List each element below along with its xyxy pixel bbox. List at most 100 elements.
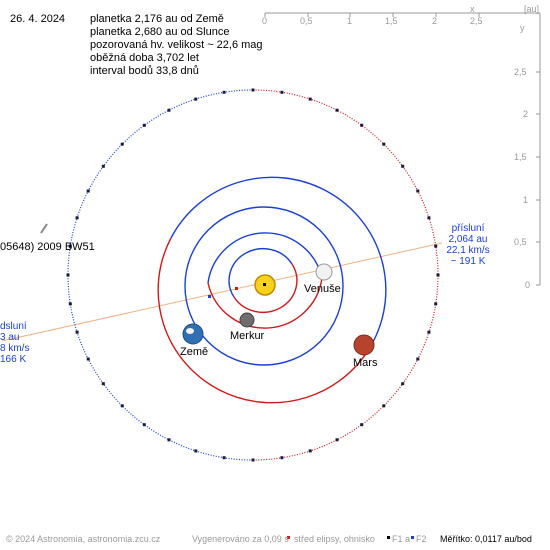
x-tick-label: 2	[432, 16, 438, 26]
orbit-point-marker	[68, 302, 72, 306]
orbit-point-marker	[416, 189, 420, 193]
legend-center-marker	[287, 536, 290, 539]
focus-f1-marker	[263, 283, 266, 286]
x-tick-label: 0	[262, 16, 268, 26]
y-tick-label: 1,5	[514, 152, 527, 162]
orbit-point-marker	[401, 164, 405, 168]
perihelion-speed: 22,1 km/s	[446, 245, 490, 256]
orbit-point-marker	[360, 423, 364, 427]
orbit-point-marker	[68, 244, 72, 248]
orbit-point-marker	[360, 123, 364, 127]
orbit-point-marker	[86, 189, 90, 193]
orbit-point-marker	[167, 108, 171, 112]
orbit-point-marker	[335, 108, 339, 112]
orbit-point-marker	[142, 423, 146, 427]
orbit-point-marker	[120, 404, 124, 408]
aphelion-speed: 8 km/s	[0, 343, 30, 354]
asteroid-orbit-south	[67, 89, 254, 461]
orbit-point-marker	[427, 330, 431, 334]
aphelion-title: dsluní	[0, 321, 27, 332]
orbit-point-marker	[280, 456, 284, 460]
aphelion-distance: 3 au	[0, 332, 20, 343]
y-axis-label: y	[520, 23, 525, 33]
y-tick-label: 2,5	[514, 67, 527, 77]
orbit-point-marker	[308, 449, 312, 453]
earth-orbit	[184, 206, 344, 366]
orbit-point-marker	[101, 164, 105, 168]
perihelion-distance: 2,064 au	[448, 234, 488, 245]
orbit-point-marker	[194, 449, 198, 453]
apsis-line	[1, 242, 443, 342]
orbit-point-marker	[86, 357, 90, 361]
orbit-point-marker	[75, 330, 79, 334]
orbit-point-marker	[66, 273, 70, 277]
y-tick-label: 2	[523, 109, 529, 119]
footer-legend-center: střed elipsy, ohnisko	[294, 534, 375, 544]
orbit-point-marker	[401, 382, 405, 386]
footer-scale: Měřítko: 0,0117 au/bod	[440, 534, 532, 544]
y-tick-label: 0	[525, 280, 531, 290]
x-tick-label: 1,5	[385, 16, 398, 26]
mercury-label: Merkur	[230, 330, 265, 342]
y-tick-label: 0,5	[514, 237, 527, 247]
orbit-point-marker	[222, 90, 226, 94]
orbit-point-marker	[382, 404, 386, 408]
info-line-period: oběžná doba 3,702 let	[90, 52, 199, 64]
orbit-point-marker	[194, 97, 198, 101]
asteroid-label: 05648) 2009 BW51	[0, 241, 95, 253]
footer-legend-f1: F1 a	[392, 534, 411, 544]
mars-icon	[353, 334, 375, 356]
x-axis-label: x	[470, 4, 475, 14]
legend-f2-marker	[411, 536, 414, 539]
ellipse-center-marker	[235, 287, 238, 290]
asteroid-icon	[40, 223, 48, 234]
perihelion-temperature: ~ 191 K	[450, 256, 486, 267]
aphelion-info: dsluní 3 au 8 km/s 166 K	[0, 321, 29, 365]
orbit-point-marker	[436, 273, 440, 277]
date-label: 26. 4. 2024	[10, 13, 66, 25]
mercury-orbit-south	[233, 263, 298, 313]
orbit-point-marker	[251, 88, 255, 92]
footer-copyright: © 2024 Astronomia, astronomia.zcu.cz	[6, 534, 161, 544]
orbit-point-marker	[382, 142, 386, 146]
mars-orbit-north	[170, 176, 387, 343]
venus-label: Venuše	[304, 283, 341, 295]
venus-orbit-south	[207, 277, 323, 329]
perihelion-title: přísluní	[451, 223, 485, 234]
orbit-point-marker	[120, 142, 124, 146]
orbit-point-marker	[434, 244, 438, 248]
earth-label: Země	[180, 346, 209, 358]
orbit-point-marker	[251, 458, 255, 462]
asteroid-orbit-north	[252, 89, 439, 461]
orbit-point-marker	[308, 97, 312, 101]
venus-icon	[315, 263, 333, 281]
orbit-point-marker	[427, 216, 431, 220]
mars-label: Mars	[353, 357, 378, 369]
mercury-icon	[239, 312, 255, 328]
asteroid-orbit-points	[66, 88, 440, 462]
orbit-point-marker	[335, 438, 339, 442]
info-line-distance-sun: planetka 2,680 au od Slunce	[90, 26, 230, 38]
x-tick-label: 1	[347, 16, 353, 26]
axis-unit-label: [au]	[524, 4, 540, 14]
orbit-point-marker	[416, 357, 420, 361]
info-line-distance-earth: planetka 2,176 au od Země	[90, 13, 224, 25]
venus-orbit-north	[207, 232, 323, 284]
footer-legend-f2: F2	[416, 534, 427, 544]
orbit-point-marker	[101, 382, 105, 386]
aphelion-temperature: 166 K	[0, 354, 27, 365]
mars-orbit-south	[157, 237, 374, 404]
orbit-point-marker	[222, 456, 226, 460]
info-line-interval: interval bodů 33,8 dnů	[90, 65, 199, 77]
y-tick-label: 1	[523, 195, 529, 205]
orbit-point-marker	[434, 302, 438, 306]
orbit-point-marker	[280, 90, 284, 94]
orbit-point-marker	[142, 123, 146, 127]
perihelion-info: přísluní 2,064 au 22,1 km/s ~ 191 K	[438, 223, 498, 267]
footer-generated: Vygenerováno za 0,09 s	[192, 534, 289, 544]
info-line-magnitude: pozorovaná hv. velikost ~ 22,6 mag	[90, 39, 263, 51]
earth-icon	[182, 323, 204, 345]
focus-f2-marker	[208, 295, 211, 298]
